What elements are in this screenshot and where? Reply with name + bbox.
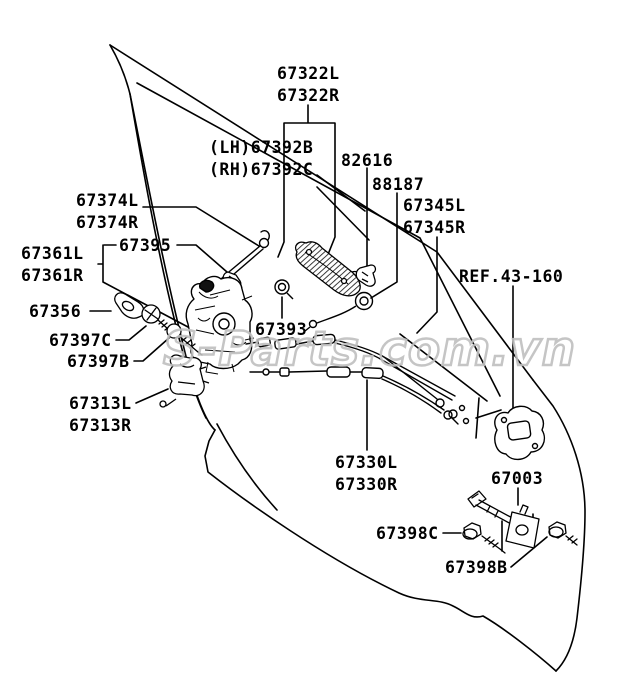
bolt-67398c-part: [462, 522, 506, 554]
part-label-67356: 67356: [29, 302, 82, 321]
door-check-part: [467, 490, 540, 549]
pin-67397b-part: [166, 323, 203, 356]
part-label-88187: 88187: [372, 175, 425, 194]
part-label-67003: 67003: [491, 469, 544, 488]
clip-67356-part: [114, 292, 145, 319]
part-label-67398C: 67398C: [376, 524, 439, 543]
part-label-82616: 82616: [341, 151, 394, 170]
part-label-67392: (LH)67392B(RH)67392C: [209, 138, 314, 179]
part-label-67393: 67393: [255, 320, 308, 339]
grommet-67393-part: [274, 279, 294, 300]
leader-lines: [89, 104, 548, 568]
grommet-88187-part: [304, 291, 374, 332]
bolt-67398b-part: [548, 521, 578, 546]
part-label-67397C: 67397C: [49, 331, 112, 350]
latch-cables-part: [245, 333, 470, 425]
outside-handle-part: [294, 241, 362, 297]
part-label-67398B: 67398B: [445, 558, 508, 577]
striker-part: [494, 405, 546, 461]
part-label-ref-43-160: REF.43-160: [459, 267, 564, 286]
screw-67397c-part: [141, 304, 171, 331]
latch-assembly-part: [185, 275, 255, 375]
lock-rod-part: [220, 230, 270, 280]
part-label-67397B: 67397B: [67, 352, 130, 371]
part-label-67395: 67395: [119, 236, 172, 255]
protector-part: [159, 354, 210, 408]
handle-clip-part: [355, 264, 377, 287]
